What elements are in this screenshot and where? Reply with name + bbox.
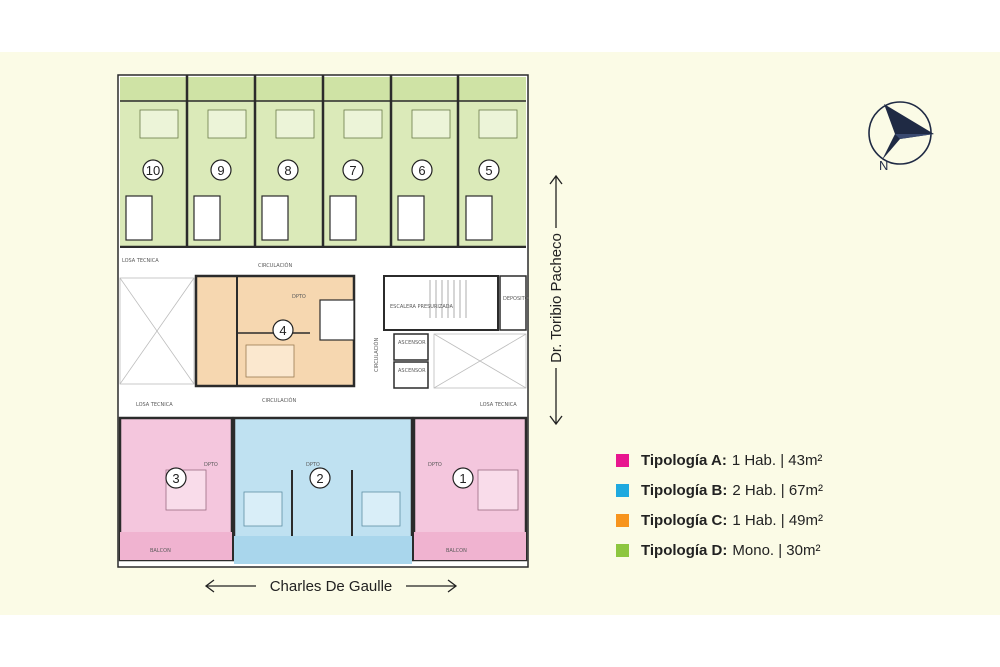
unit-3-area bbox=[118, 416, 234, 562]
storage-room bbox=[499, 275, 527, 331]
legend-name-d: Tipología D: bbox=[641, 541, 728, 559]
storage-label: DEPOSITO bbox=[503, 296, 529, 302]
unit-marker-1: 1 bbox=[452, 467, 474, 489]
elevator-2 bbox=[393, 361, 429, 389]
balcony-1-label: BALCON bbox=[446, 548, 467, 554]
legend-item-d: Tipología D: Mono. | 30m² bbox=[616, 539, 821, 561]
legend-name-b: Tipología B: bbox=[641, 481, 728, 499]
unit-marker-9: 9 bbox=[210, 159, 232, 181]
unit-marker-10: 10 bbox=[142, 159, 164, 181]
unit-marker-6: 6 bbox=[411, 159, 433, 181]
unit-number-8: 8 bbox=[284, 163, 291, 178]
legend-item-c: Tipología C: 1 Hab. | 49m² bbox=[616, 509, 823, 531]
elevator-1 bbox=[393, 333, 429, 361]
legend-desc-b: 2 Hab. | 67m² bbox=[732, 481, 823, 499]
legend-desc-a: 1 Hab. | 43m² bbox=[731, 451, 823, 469]
unit-number-9: 9 bbox=[217, 163, 224, 178]
street-name-right: Dr. Toribio Pacheco bbox=[548, 233, 565, 363]
street-arrow-right bbox=[546, 174, 566, 426]
balcony-3-label: BALCON bbox=[150, 548, 171, 554]
stairs-label: ESCALERA PRESURIZADA bbox=[390, 304, 454, 310]
legend-item-a: Tipología A: 1 Hab. | 43m² bbox=[616, 449, 822, 471]
legend-swatch-c bbox=[616, 513, 629, 527]
unit-marker-7: 7 bbox=[342, 159, 364, 181]
unit-2-area bbox=[232, 416, 414, 564]
top-units bbox=[120, 75, 526, 249]
legend-desc-d: Mono. | 30m² bbox=[732, 541, 821, 559]
top-corridor bbox=[120, 248, 526, 274]
elevator-2-label: ASCENSOR bbox=[398, 368, 426, 374]
legend-swatch-b bbox=[616, 483, 629, 497]
losa-tecnica-left-label: LOSA TECNICA bbox=[136, 402, 173, 408]
unit-number-5: 5 bbox=[485, 163, 492, 178]
compass-north-label: N bbox=[879, 158, 888, 173]
unit-1-area bbox=[412, 416, 528, 562]
stair-core bbox=[383, 275, 499, 331]
unit-marker-8: 8 bbox=[277, 159, 299, 181]
unit-marker-2: 2 bbox=[309, 467, 331, 489]
unit-number-2: 2 bbox=[316, 471, 323, 486]
unit-1-dpto-label: DPTO bbox=[428, 462, 442, 468]
circulation-bottom-label: CIRCULACIÓN bbox=[262, 397, 296, 404]
circulation-top-label: CIRCULACIÓN bbox=[258, 262, 292, 269]
bottom-corridor bbox=[120, 392, 526, 416]
unit-marker-5: 5 bbox=[478, 159, 500, 181]
legend-swatch-d bbox=[616, 543, 629, 557]
unit-number-4: 4 bbox=[279, 323, 286, 338]
circulation-vertical-label: CIRCULACIÓN bbox=[373, 338, 380, 372]
street-arrow-bottom bbox=[204, 576, 458, 596]
street-name-bottom: Charles De Gaulle bbox=[270, 578, 393, 595]
unit-number-3: 3 bbox=[172, 471, 179, 486]
unit-marker-4: 4 bbox=[272, 319, 294, 341]
unit-number-markers: 10 9 8 7 6 5 4 3 bbox=[142, 159, 500, 489]
legend-swatch-a bbox=[616, 453, 629, 467]
unit-number-1: 1 bbox=[459, 471, 466, 486]
unit-2-dpto-label: DPTO bbox=[306, 462, 320, 468]
compass-icon: N bbox=[868, 101, 934, 173]
vertical-circulation bbox=[368, 276, 380, 396]
unit-4-dpto-label: DPTO bbox=[292, 294, 306, 300]
unit-number-7: 7 bbox=[349, 163, 356, 178]
elevator-1-label: ASCENSOR bbox=[398, 340, 426, 346]
legend-desc-c: 1 Hab. | 49m² bbox=[732, 511, 823, 529]
losa-tecnica-top-label: LOSA TECNICA bbox=[122, 258, 159, 264]
legend-name-a: Tipología A: bbox=[641, 451, 727, 469]
legend-name-c: Tipología C: bbox=[641, 511, 728, 529]
unit-number-6: 6 bbox=[418, 163, 425, 178]
unit-marker-3: 3 bbox=[165, 467, 187, 489]
unit-number-10: 10 bbox=[146, 163, 160, 178]
legend-item-b: Tipología B: 2 Hab. | 67m² bbox=[616, 479, 823, 501]
unit-4-area bbox=[194, 274, 356, 388]
losa-tecnica-right-label: LOSA TECNICA bbox=[480, 402, 517, 408]
unit-3-dpto-label: DPTO bbox=[204, 462, 218, 468]
